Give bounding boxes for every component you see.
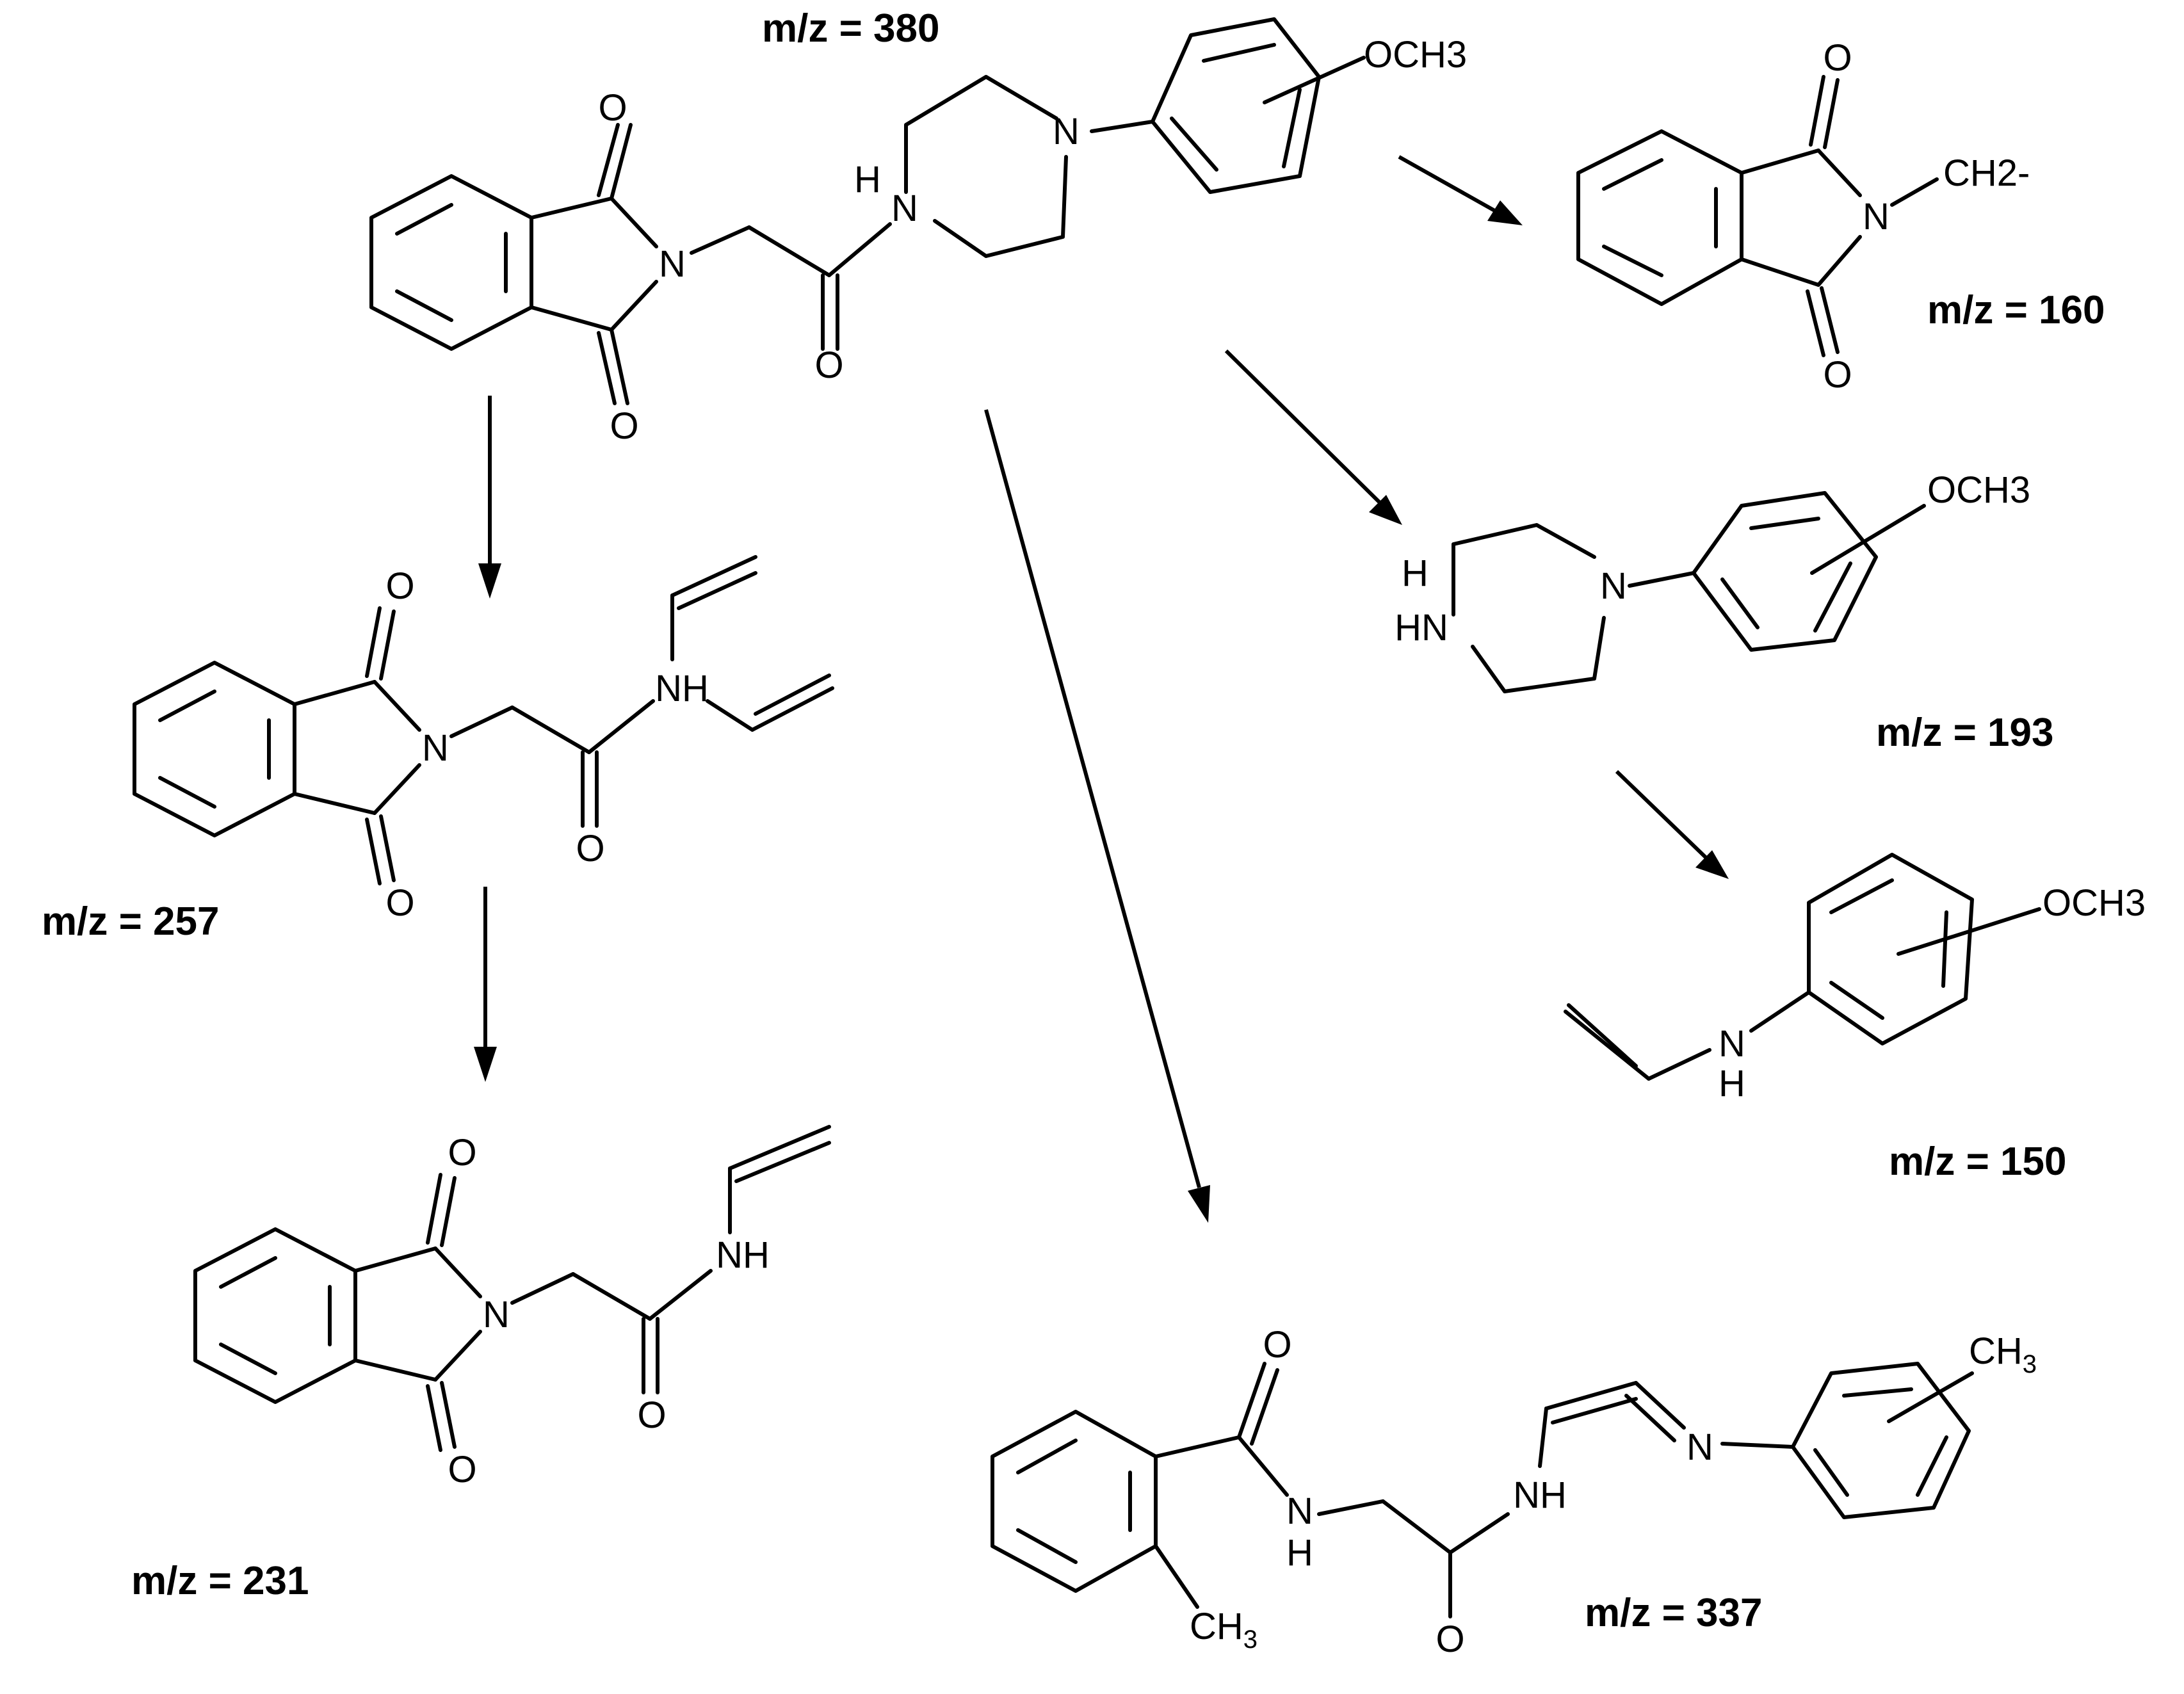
arrow-380-to-160 bbox=[1398, 155, 1523, 225]
atom-o: O bbox=[814, 344, 843, 386]
arrow-193-to-150 bbox=[1615, 770, 1729, 879]
arrow-257-to-231 bbox=[474, 887, 497, 1082]
parent-molecule-380: O O N O H N N OCH3 m/z = 380 bbox=[369, 6, 1467, 447]
mz-label-231: m/z = 231 bbox=[131, 1559, 309, 1603]
atom-o: O bbox=[610, 405, 638, 447]
atom-o: O bbox=[1263, 1324, 1291, 1366]
atom-n: N bbox=[891, 188, 918, 229]
atom-o: O bbox=[1823, 37, 1852, 79]
atom-och3: OCH3 bbox=[1364, 34, 1467, 76]
atom-ch3: CH3 bbox=[1190, 1606, 1258, 1654]
atom-o: O bbox=[385, 882, 414, 924]
atom-ch3: CH3 bbox=[1969, 1330, 2037, 1378]
atom-hn: HN bbox=[1395, 607, 1448, 649]
atom-n: N bbox=[1053, 111, 1080, 152]
fragment-160: O O N CH2- m/z = 160 bbox=[1576, 37, 2105, 396]
atom-n: N bbox=[659, 243, 686, 285]
mz-label-160: m/z = 160 bbox=[1927, 288, 2105, 332]
fragment-257: O O N O NH m/z = 257 bbox=[42, 555, 834, 944]
fragment-337: O N H O NH N CH3 CH3 m/z = 337 bbox=[991, 1324, 2037, 1660]
arrow-380-to-193 bbox=[1224, 349, 1402, 525]
atom-nh: NH bbox=[716, 1234, 770, 1276]
atom-o: O bbox=[598, 87, 627, 129]
atom-och3: OCH3 bbox=[2042, 882, 2146, 924]
atom-o: O bbox=[385, 565, 414, 607]
mz-label-380: m/z = 380 bbox=[762, 6, 939, 51]
arrow-380-to-257 bbox=[478, 396, 501, 599]
atom-o: O bbox=[448, 1449, 476, 1490]
atom-o: O bbox=[576, 828, 604, 869]
arrow-380-to-337 bbox=[984, 409, 1210, 1223]
atom-h: H bbox=[854, 159, 881, 200]
atom-o: O bbox=[637, 1394, 666, 1436]
atom-n: N bbox=[422, 727, 449, 769]
mz-label-257: m/z = 257 bbox=[42, 899, 219, 944]
atom-h: H bbox=[1286, 1532, 1313, 1574]
atom-o: O bbox=[1436, 1618, 1464, 1660]
atom-n: N bbox=[1719, 1023, 1745, 1065]
fragment-193: H HN N OCH3 m/z = 193 bbox=[1395, 469, 2053, 755]
atom-nh: NH bbox=[655, 668, 709, 709]
atom-nh: NH bbox=[1513, 1474, 1567, 1516]
atom-och3: OCH3 bbox=[1927, 469, 2030, 511]
atom-n: N bbox=[1600, 565, 1627, 607]
atom-o: O bbox=[1823, 354, 1852, 396]
mz-label-193: m/z = 193 bbox=[1876, 711, 2053, 755]
atom-h: H bbox=[1719, 1063, 1745, 1104]
atom-h: H bbox=[1402, 553, 1428, 594]
fragment-150: OCH3 N H m/z = 150 bbox=[1564, 853, 2146, 1184]
atom-n: N bbox=[1286, 1490, 1313, 1532]
fragment-231: O O N O NH m/z = 231 bbox=[131, 1125, 831, 1603]
atom-ch2: CH2- bbox=[1943, 152, 2030, 194]
mz-label-150: m/z = 150 bbox=[1889, 1140, 2066, 1184]
mz-label-337: m/z = 337 bbox=[1585, 1591, 1762, 1635]
atom-n: N bbox=[1863, 196, 1889, 238]
atom-n: N bbox=[1687, 1426, 1713, 1468]
atom-n: N bbox=[483, 1294, 510, 1335]
atom-o: O bbox=[448, 1132, 476, 1174]
